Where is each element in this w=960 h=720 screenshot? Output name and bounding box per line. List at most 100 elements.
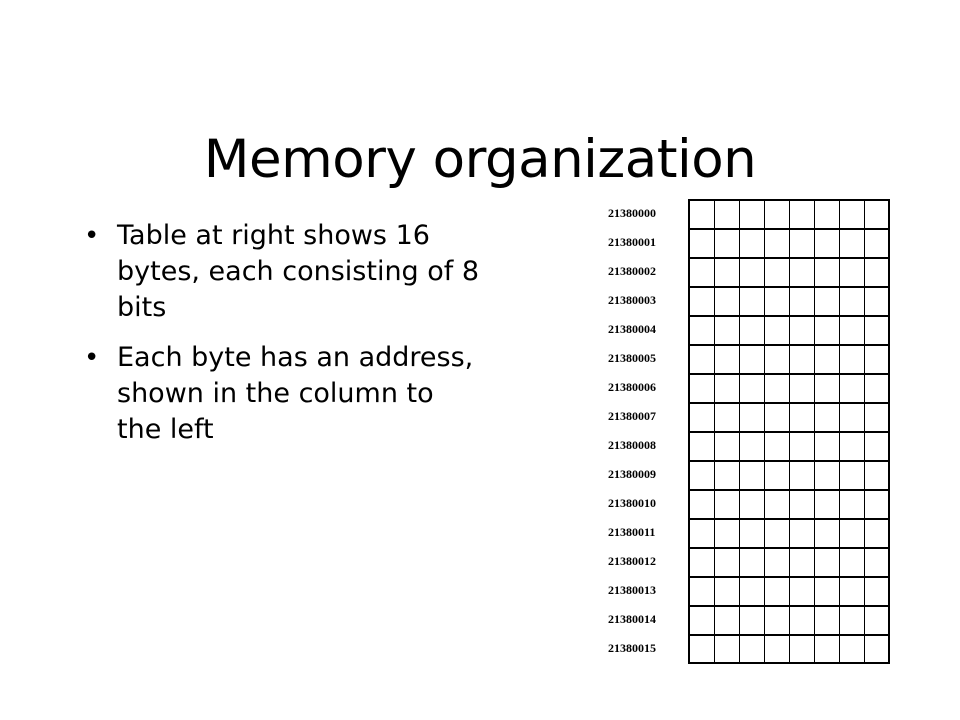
- bit-cell: [865, 520, 890, 547]
- bit-cell: [865, 230, 890, 257]
- memory-byte-row: 21380003: [598, 286, 890, 315]
- byte-bit-cells: [688, 460, 890, 489]
- bit-cell: [690, 462, 715, 489]
- bit-cell: [790, 433, 815, 460]
- bit-cell: [815, 259, 840, 286]
- byte-bit-cells: [688, 489, 890, 518]
- bit-cell: [790, 404, 815, 431]
- byte-address-label: 21380008: [608, 438, 656, 452]
- bullet-list: • Table at right shows 16 bytes, each co…: [80, 218, 480, 462]
- memory-byte-row: 21380012: [598, 547, 890, 576]
- bit-cell: [740, 288, 765, 315]
- bit-cell: [715, 549, 740, 576]
- bit-cell: [765, 520, 790, 547]
- bit-cell: [815, 375, 840, 402]
- bit-cell: [815, 346, 840, 373]
- bit-cell: [715, 636, 740, 662]
- bit-cell: [765, 578, 790, 605]
- bit-cell: [690, 375, 715, 402]
- byte-address-label: 21380013: [608, 583, 656, 597]
- memory-byte-row: 21380015: [598, 634, 890, 664]
- byte-bit-cells: [688, 431, 890, 460]
- byte-address-label: 21380011: [608, 525, 656, 539]
- byte-bit-cells: [688, 315, 890, 344]
- bit-cell: [715, 491, 740, 518]
- bit-cell: [690, 549, 715, 576]
- byte-address-label: 21380012: [608, 554, 656, 568]
- bit-cell: [715, 520, 740, 547]
- memory-byte-row: 21380014: [598, 605, 890, 634]
- bit-cell: [765, 404, 790, 431]
- memory-byte-row: 21380001: [598, 228, 890, 257]
- bit-cell: [840, 607, 865, 634]
- bit-cell: [715, 404, 740, 431]
- byte-bit-cells: [688, 257, 890, 286]
- bit-cell: [715, 346, 740, 373]
- byte-bit-cells: [688, 402, 890, 431]
- memory-byte-row: 21380013: [598, 576, 890, 605]
- bit-cell: [865, 636, 890, 662]
- bit-cell: [765, 607, 790, 634]
- bit-cell: [865, 607, 890, 634]
- bit-cell: [690, 259, 715, 286]
- byte-address-label: 21380015: [608, 641, 656, 655]
- bit-cell: [790, 288, 815, 315]
- bit-cell: [715, 375, 740, 402]
- bit-cell: [840, 288, 865, 315]
- bit-cell: [790, 462, 815, 489]
- bit-cell: [715, 288, 740, 315]
- bit-cell: [815, 288, 840, 315]
- byte-bit-cells: [688, 286, 890, 315]
- byte-address-label: 21380001: [608, 235, 656, 249]
- bit-cell: [740, 607, 765, 634]
- bit-cell: [840, 549, 865, 576]
- bit-cell: [815, 230, 840, 257]
- bit-cell: [840, 404, 865, 431]
- bit-cell: [690, 404, 715, 431]
- bit-cell: [765, 317, 790, 344]
- bit-cell: [815, 520, 840, 547]
- bullet-item: • Each byte has an address, shown in the…: [80, 340, 480, 448]
- bit-cell: [690, 607, 715, 634]
- bit-cell: [765, 375, 790, 402]
- byte-address-label: 21380014: [608, 612, 656, 626]
- bit-cell: [865, 578, 890, 605]
- bit-cell: [715, 317, 740, 344]
- byte-address-label: 21380000: [608, 206, 656, 220]
- memory-byte-row: 21380009: [598, 460, 890, 489]
- bit-cell: [765, 346, 790, 373]
- bit-cell: [740, 375, 765, 402]
- bit-cell: [815, 636, 840, 662]
- bit-cell: [765, 433, 790, 460]
- memory-byte-row: 21380007: [598, 402, 890, 431]
- bit-cell: [865, 433, 890, 460]
- byte-bit-cells: [688, 199, 890, 228]
- bit-cell: [690, 636, 715, 662]
- bit-cell: [865, 259, 890, 286]
- byte-bit-cells: [688, 576, 890, 605]
- bit-cell: [740, 636, 765, 662]
- memory-byte-row: 21380010: [598, 489, 890, 518]
- bit-cell: [840, 433, 865, 460]
- bit-cell: [740, 201, 765, 228]
- byte-address-label: 21380003: [608, 293, 656, 307]
- bit-cell: [840, 462, 865, 489]
- bit-cell: [790, 346, 815, 373]
- bit-cell: [815, 317, 840, 344]
- bit-cell: [840, 317, 865, 344]
- bit-cell: [715, 433, 740, 460]
- bit-cell: [865, 549, 890, 576]
- bit-cell: [690, 230, 715, 257]
- bit-cell: [765, 636, 790, 662]
- bit-cell: [765, 462, 790, 489]
- bit-cell: [790, 520, 815, 547]
- byte-address-label: 21380004: [608, 322, 656, 336]
- memory-byte-row: 21380002: [598, 257, 890, 286]
- bit-cell: [865, 375, 890, 402]
- bit-cell: [790, 636, 815, 662]
- bit-cell: [740, 346, 765, 373]
- memory-byte-row: 21380008: [598, 431, 890, 460]
- bit-cell: [740, 433, 765, 460]
- bit-cell: [840, 578, 865, 605]
- bit-cell: [865, 491, 890, 518]
